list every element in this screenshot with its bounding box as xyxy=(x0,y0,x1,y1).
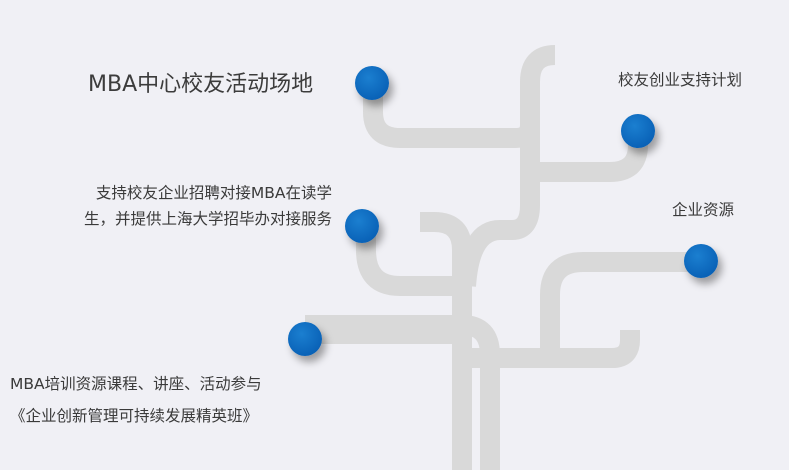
node-dot-training xyxy=(288,322,322,356)
label-recruitment: 支持校友企业招聘对接MBA在读学 生，并提供上海大学招毕办对接服务 xyxy=(20,180,332,232)
branch-venue xyxy=(363,85,540,148)
node-dot-resources xyxy=(684,244,718,278)
label-training: MBA培训资源课程、讲座、活动参与 《企业创新管理可持续发展精英班》 xyxy=(10,368,262,432)
label-campus-venue: MBA中心校友活动场地 xyxy=(88,72,314,97)
branch-resources xyxy=(540,252,700,360)
trunk-left-branch xyxy=(420,212,472,470)
label-training-line1: MBA培训资源课程、讲座、活动参与 xyxy=(10,375,262,393)
branch-resources-lower xyxy=(466,330,640,368)
label-enterprise-resources: 企业资源 xyxy=(672,201,735,219)
node-dot-support xyxy=(345,209,379,243)
label-recruitment-line2: 生，并提供上海大学招毕办对接服务 xyxy=(83,210,332,228)
branch-upper xyxy=(456,45,556,287)
node-dot-venture xyxy=(621,114,655,148)
node-dot-venue xyxy=(355,66,389,100)
label-venture-plan: 校友创业支持计划 xyxy=(618,71,743,89)
label-recruitment-line1: 支持校友企业招聘对接MBA在读学 xyxy=(95,184,332,202)
branch-support xyxy=(356,228,466,296)
label-training-line2: 《企业创新管理可持续发展精英班》 xyxy=(10,407,259,425)
